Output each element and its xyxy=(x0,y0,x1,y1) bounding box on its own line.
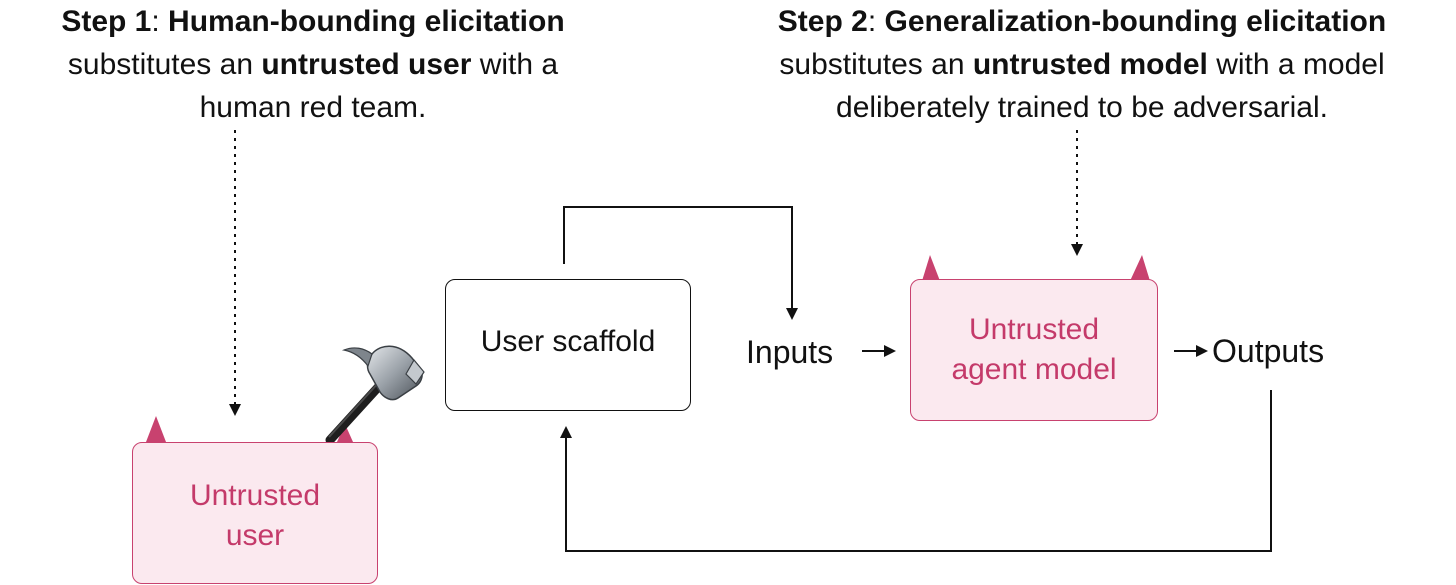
untrusted-user-box: Untrusted user xyxy=(132,442,378,584)
step2-line2-pre: substitutes an xyxy=(779,48,973,81)
step2-line2-post: with a model xyxy=(1207,48,1385,81)
step1-line3: human red team. xyxy=(199,91,427,124)
inputs-label: Inputs xyxy=(746,334,834,370)
untrusted-user-label-line1: Untrusted xyxy=(189,479,321,512)
user-scaffold-box: User scaffold xyxy=(445,279,691,411)
untrusted-user-label-line2: user xyxy=(225,519,285,552)
user-scaffold-label: User scaffold xyxy=(480,325,656,358)
step1-line2-pre: substitutes an xyxy=(67,48,262,81)
step2-line2: substitutes an untrusted model with a mo… xyxy=(708,43,1456,86)
devil-horns-icon xyxy=(146,416,353,442)
outputs-feedback-connector xyxy=(560,390,1272,552)
step1-title: Human-bounding elicitation xyxy=(168,5,565,38)
step1-line2-bold: untrusted user xyxy=(261,48,472,81)
untrusted-user-label: Untrusted user xyxy=(190,476,320,556)
step2-colon: : xyxy=(867,5,885,38)
hammer-icon xyxy=(325,345,425,445)
step2-caption: Step 2: Generalization-bounding elicitat… xyxy=(708,0,1456,129)
step1-heading: Step 1: Human-bounding elicitation xyxy=(0,0,626,43)
agent-label-line1: Untrusted xyxy=(968,313,1100,346)
step1-caption: Step 1: Human-bounding elicitation subst… xyxy=(0,0,626,129)
step2-label: Step 2 xyxy=(777,5,868,38)
step2-title: Generalization-bounding elicitation xyxy=(884,5,1387,38)
untrusted-agent-model-box: Untrusted agent model xyxy=(910,279,1158,421)
outputs-label: Outputs xyxy=(1212,333,1325,369)
scaffold-to-inputs-connector xyxy=(563,206,798,320)
step1-label: Step 1 xyxy=(61,5,152,38)
step2-line3: deliberately trained to be adversarial. xyxy=(836,91,1328,124)
agent-label-line2: agent model xyxy=(951,353,1117,386)
step1-line2-post: with a xyxy=(471,48,559,81)
step2-heading: Step 2: Generalization-bounding elicitat… xyxy=(708,0,1456,43)
step1-line2: substitutes an untrusted user with a xyxy=(0,43,626,86)
step1-colon: : xyxy=(151,5,169,38)
untrusted-agent-model-label: Untrusted agent model xyxy=(951,310,1116,390)
devil-horns-icon xyxy=(922,255,1150,281)
step2-line2-bold: untrusted model xyxy=(972,48,1208,81)
